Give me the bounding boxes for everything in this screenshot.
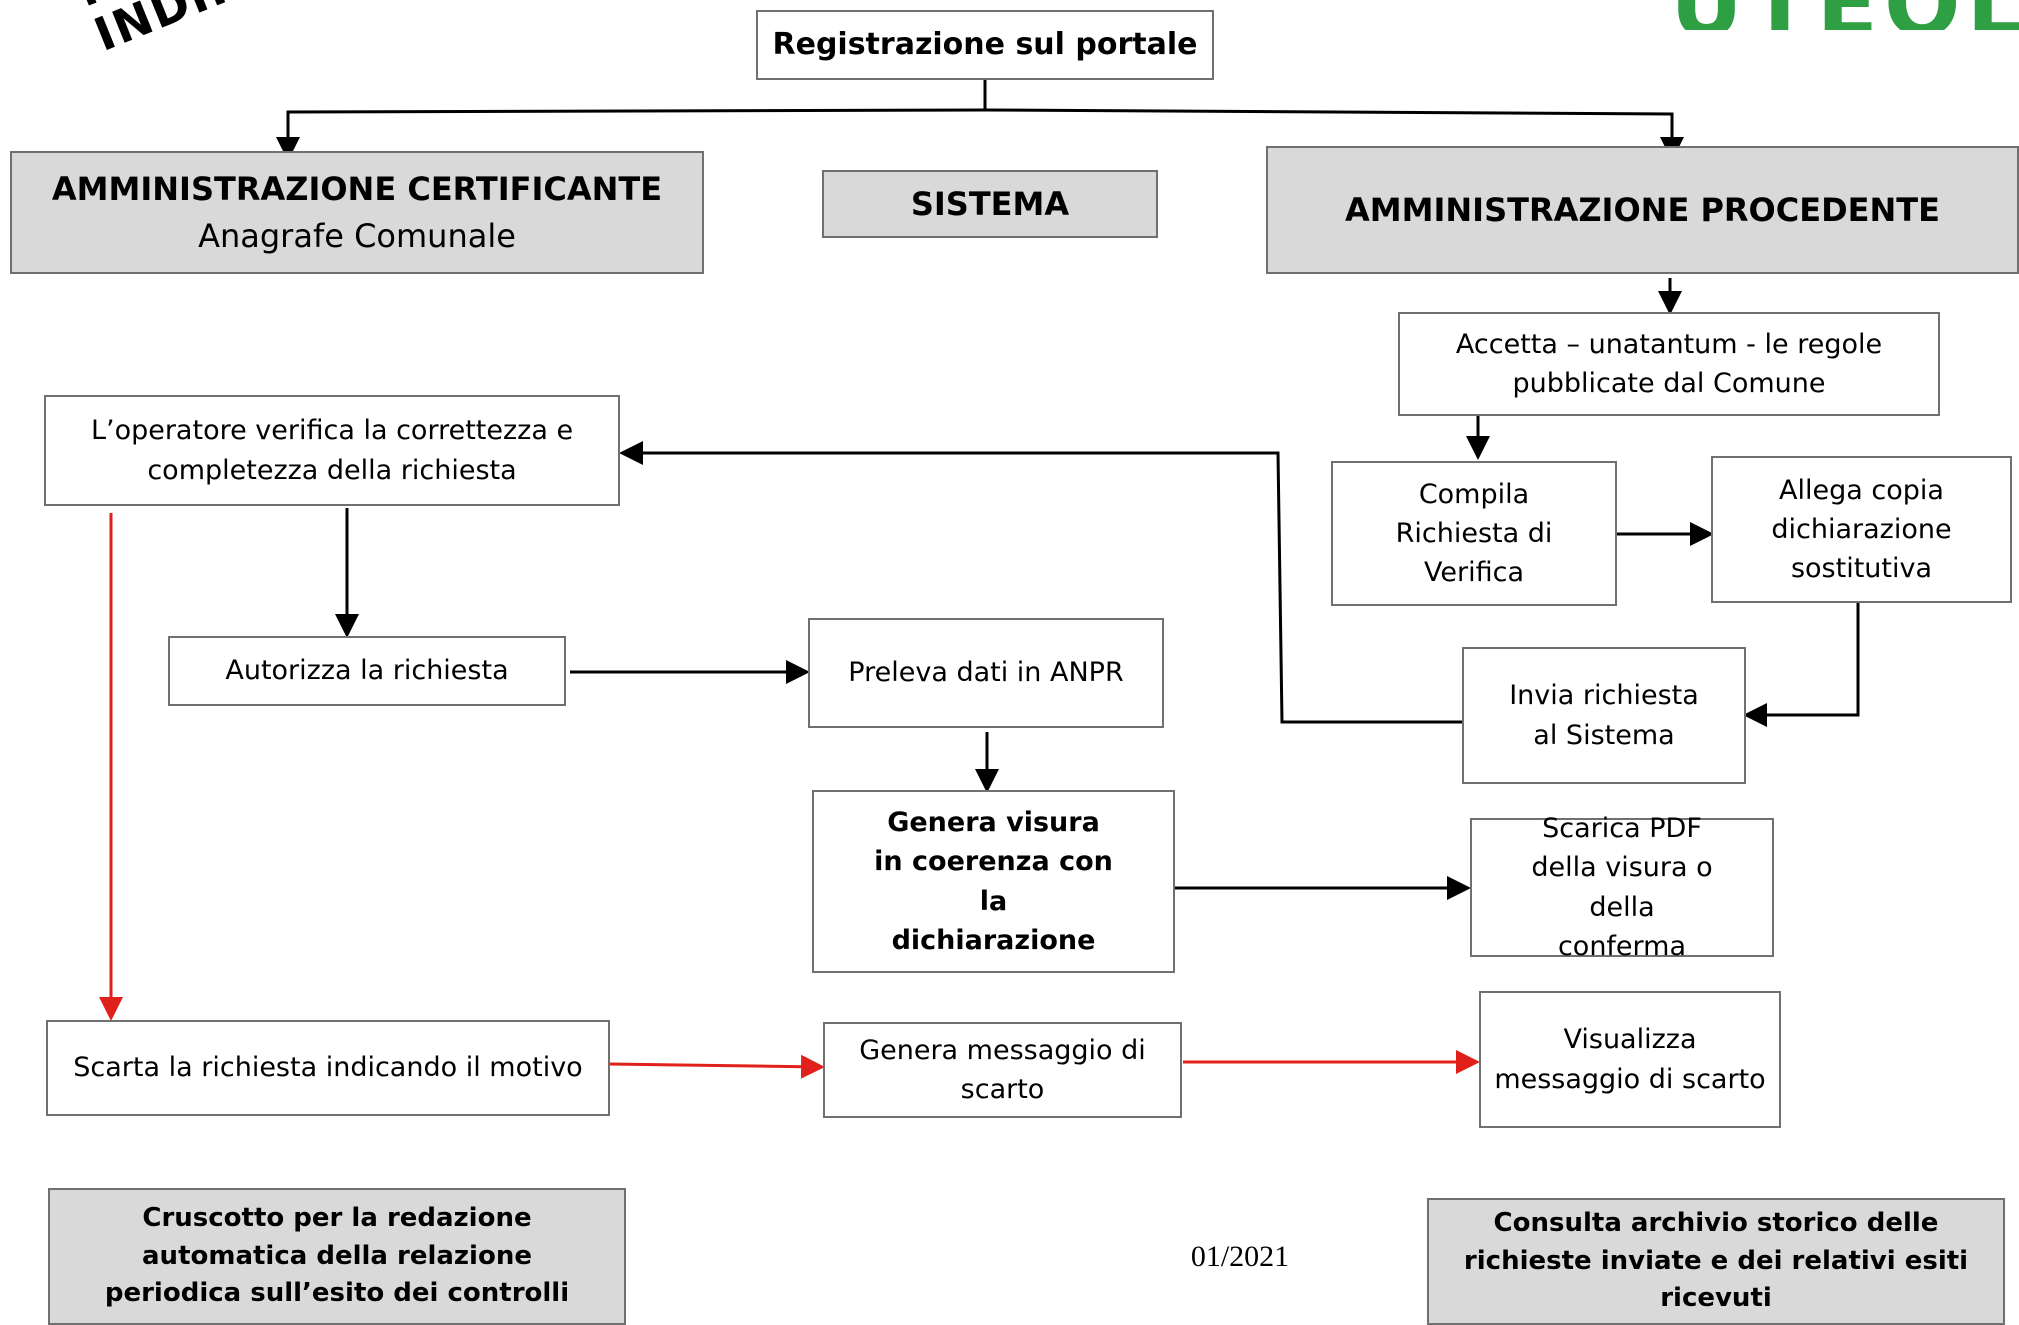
header-procedente-title: AMMINISTRAZIONE PROCEDENTE: [1345, 190, 1940, 229]
step-scarta-label: Scarta la richiesta indicando il motivo: [73, 1052, 583, 1084]
step-autorizza-label: Autorizza la richiesta: [225, 655, 509, 687]
step-compila: Compila Richiesta di Verifica: [1331, 461, 1617, 606]
brand-logo: UTEOLI: [1670, 0, 2019, 30]
node-registrazione-label: Registrazione sul portale: [772, 27, 1198, 63]
step-visualizza: Visualizza messaggio di scarto: [1479, 991, 1781, 1128]
box-cruscotto-label: Cruscotto per la redazione automatica de…: [104, 1202, 570, 1309]
step-preleva: Preleva dati in ANPR: [808, 618, 1164, 728]
header-certificante: AMMINISTRAZIONE CERTIFICANTE Anagrafe Co…: [10, 151, 704, 274]
step-scarta: Scarta la richiesta indicando il motivo: [46, 1020, 610, 1116]
step-scarica-label: Scarica PDF della visura o della conferm…: [1531, 813, 1713, 962]
step-accetta-label: Accetta – unatantum - le regole pubblica…: [1455, 328, 1883, 399]
step-allega: Allega copia dichiarazione sostitutiva: [1711, 456, 2012, 603]
box-cruscotto: Cruscotto per la redazione automatica de…: [48, 1188, 626, 1325]
step-compila-label: Compila Richiesta di Verifica: [1395, 478, 1553, 589]
connector-allega-invia: [1743, 603, 1860, 727]
step-autorizza: Autorizza la richiesta: [168, 636, 566, 706]
header-certificante-subtitle: Anagrafe Comunale: [198, 216, 516, 255]
step-genera-messaggio: Genera messaggio di scarto: [823, 1022, 1182, 1118]
step-allega-label: Allega copia dichiarazione sostitutiva: [1771, 474, 1952, 585]
node-registrazione: Registrazione sul portale: [756, 10, 1214, 80]
header-sistema-title: SISTEMA: [910, 184, 1070, 223]
connector-invia-verifica: [619, 441, 1462, 724]
header-sistema: SISTEMA: [822, 170, 1158, 238]
connector-to-procedente: [984, 108, 1684, 161]
step-invia: Invia richiesta al Sistema: [1462, 647, 1746, 784]
step-scarica: Scarica PDF della visura o della conferm…: [1470, 813, 1774, 962]
step-verifica-label: L’operatore verifica la correttezza e co…: [90, 415, 574, 486]
connector-to-certificante: [276, 108, 986, 161]
step-invia-label: Invia richiesta al Sistema: [1509, 680, 1699, 751]
box-consulta: Consulta archivio storico delle richiest…: [1427, 1198, 2005, 1325]
box-consulta-label: Consulta archivio storico delle richiest…: [1463, 1207, 1969, 1314]
step-visualizza-label: Visualizza messaggio di scarto: [1494, 1024, 1766, 1095]
step-verifica: L’operatore verifica la correttezza e co…: [44, 395, 620, 506]
header-procedente: AMMINISTRAZIONE PROCEDENTE: [1266, 146, 2019, 274]
step-genera-messaggio-label: Genera messaggio di scarto: [859, 1034, 1146, 1105]
step-preleva-label: Preleva dati in ANPR: [848, 657, 1124, 689]
step-accetta: Accetta – unatantum - le regole pubblica…: [1398, 312, 1940, 416]
header-certificante-title: AMMINISTRAZIONE CERTIFICANTE: [51, 170, 663, 209]
footer-date: 01/2021: [1190, 1240, 1290, 1273]
reject-connector-scarta-messaggio: [609, 1054, 825, 1079]
step-genera-visura: Genera visura in coerenza con la dichiar…: [812, 790, 1175, 973]
step-genera-visura-label: Genera visura in coerenza con la dichiar…: [874, 807, 1113, 956]
